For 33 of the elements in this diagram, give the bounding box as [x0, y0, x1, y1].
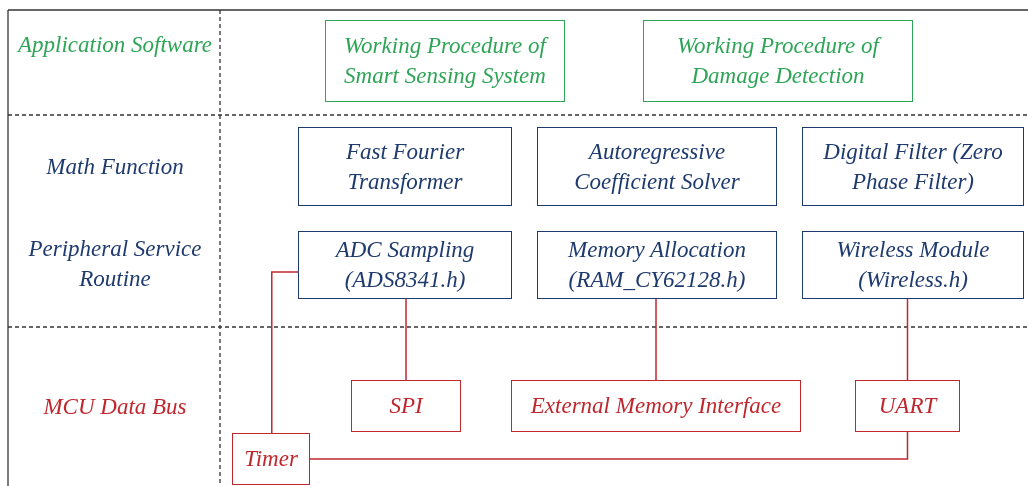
layer-label: Math Function [45, 153, 185, 181]
connector-line [271, 271, 299, 434]
process-box [802, 127, 1024, 206]
box-label: Memory Allocation (RAM_CY62128.h) [567, 236, 747, 294]
process-box [232, 433, 310, 485]
process-box [537, 231, 777, 299]
box-label: Autoregressive Coefficient Solver [573, 137, 741, 196]
process-box [325, 20, 565, 102]
box-label: Wireless Module (Wireless.h) [835, 236, 991, 294]
process-box [351, 380, 461, 432]
box-label: SPI [388, 392, 425, 420]
box-label: UART [877, 392, 939, 420]
layer-label: MCU Data Bus [42, 393, 188, 421]
process-box [511, 380, 801, 432]
process-box [802, 231, 1024, 299]
process-box [298, 127, 512, 206]
box-label: External Memory Interface [529, 392, 783, 420]
process-box [298, 231, 512, 299]
connector-line [655, 298, 657, 381]
box-label: Timer [243, 445, 299, 473]
process-box [537, 127, 777, 206]
process-box [643, 20, 913, 102]
process-box [855, 380, 960, 432]
layer-label: Peripheral Service Routine [27, 235, 203, 293]
box-label: Working Procedure of Smart Sensing System [326, 31, 564, 91]
box-label: Working Procedure of Damage Detection [644, 31, 912, 91]
box-label: ADC Sampling (ADS8341.h) [333, 236, 476, 294]
layer-label: Application Software [16, 31, 213, 59]
connector-line [906, 298, 909, 381]
box-label: Digital Filter (Zero Phase Filter) [822, 137, 1004, 196]
connector-line [405, 298, 407, 381]
box-label: Fast Fourier Transformer [344, 137, 466, 196]
connector-line [309, 431, 909, 460]
